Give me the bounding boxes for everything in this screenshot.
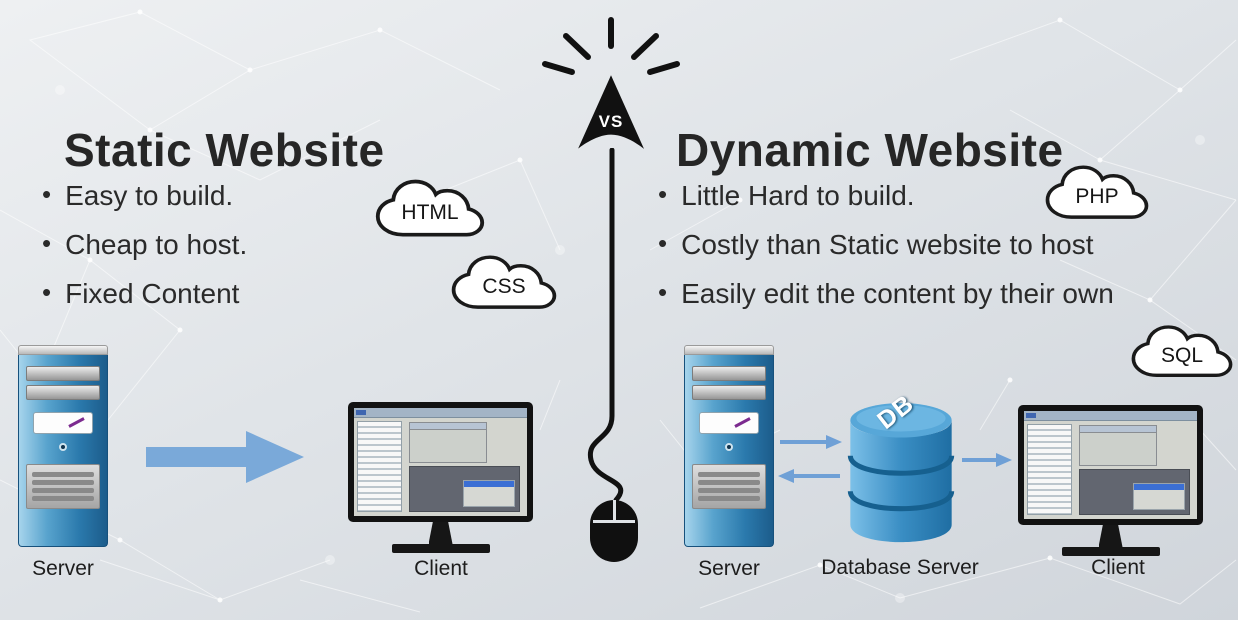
cloud-sql: SQL xyxy=(1128,322,1236,382)
server-slot xyxy=(26,366,100,381)
mouse-cable xyxy=(587,148,624,503)
static-client-label: Client xyxy=(414,557,468,580)
screen-titlebar xyxy=(1024,411,1197,421)
cloud-icon xyxy=(375,179,485,237)
cloud-icon xyxy=(1131,325,1233,377)
static-bullet-list: Easy to build. Cheap to host. Fixed Cont… xyxy=(42,180,247,327)
dynamic-client-icon xyxy=(1018,405,1203,556)
vs-label: VS xyxy=(598,112,624,131)
dynamic-server-label: Server xyxy=(698,557,760,580)
screen-dialog-title xyxy=(463,480,515,487)
static-client-icon xyxy=(348,402,533,553)
static-bullet-1: Easy to build. xyxy=(42,180,247,212)
dynamic-client-label: Client xyxy=(1091,556,1145,579)
monitor-screen xyxy=(1024,411,1197,519)
drive-slash xyxy=(68,417,85,428)
sparkle-icon xyxy=(542,17,680,75)
database-icon: DB xyxy=(845,389,957,550)
cloud-css: CSS xyxy=(448,252,560,314)
static-server-label: Server xyxy=(32,557,94,580)
server-body xyxy=(684,355,774,547)
screen-dialog xyxy=(1132,482,1186,510)
server-slot xyxy=(26,385,100,400)
server-power-button xyxy=(59,443,67,451)
cloud-icon xyxy=(451,255,557,309)
dynamic-bullet-1: Little Hard to build. xyxy=(658,180,1114,212)
cloud-php: PHP xyxy=(1042,162,1152,224)
screen-dark-panel xyxy=(409,466,521,512)
server-drive-bay xyxy=(699,412,759,434)
dynamic-bullet-3: Easily edit the content by their own xyxy=(658,278,1114,310)
cloud-css-label: CSS xyxy=(482,275,526,298)
cloud-html-label: HTML xyxy=(401,201,459,224)
database-server-label: Database Server xyxy=(821,556,979,579)
static-server-icon xyxy=(18,345,108,547)
screen-window-title xyxy=(1080,426,1157,434)
screen-titlebar xyxy=(354,408,527,418)
static-bullet-2: Cheap to host. xyxy=(42,229,247,261)
cloud-sql-label: SQL xyxy=(1160,344,1204,367)
dynamic-title: Dynamic Website xyxy=(676,123,1064,176)
screen-window-title xyxy=(410,423,487,431)
screen-tree-panel xyxy=(357,420,402,512)
mouse-icon xyxy=(590,500,638,562)
dynamic-bullet-2: Costly than Static website to host xyxy=(658,229,1114,261)
screen-window xyxy=(1079,425,1158,467)
static-bullet-3: Fixed Content xyxy=(42,278,247,310)
server-db-arrows-icon xyxy=(778,435,842,483)
monitor-frame xyxy=(348,402,533,522)
cloud-php-label: PHP xyxy=(1075,185,1119,208)
server-drive-bay xyxy=(33,412,93,434)
server-vents xyxy=(692,464,766,509)
server-power-button xyxy=(725,443,733,451)
monitor-base xyxy=(1061,547,1160,556)
server-body xyxy=(18,355,108,547)
db-client-arrow-icon xyxy=(962,453,1012,467)
monitor-screen xyxy=(354,408,527,516)
server-vents xyxy=(26,464,100,509)
screen-dialog xyxy=(462,479,516,507)
monitor-neck xyxy=(1098,525,1123,547)
monitor-neck xyxy=(428,522,453,544)
cloud-icon xyxy=(1045,165,1149,219)
screen-dark-panel xyxy=(1079,469,1191,515)
server-slot xyxy=(692,366,766,381)
static-flow-arrow-icon xyxy=(146,431,304,483)
dynamic-server-icon xyxy=(684,345,774,547)
cloud-html: HTML xyxy=(372,176,488,242)
monitor-base xyxy=(391,544,490,553)
vs-cursor-icon: VS xyxy=(578,74,644,152)
drive-slash xyxy=(734,417,751,428)
screen-dialog-title xyxy=(1133,483,1185,490)
screen-tree-panel xyxy=(1027,423,1072,515)
server-cap xyxy=(684,345,774,355)
static-title: Static Website xyxy=(64,123,385,176)
monitor-frame xyxy=(1018,405,1203,525)
server-slot xyxy=(692,385,766,400)
cursor-shape xyxy=(578,75,644,149)
server-cap xyxy=(18,345,108,355)
dynamic-bullet-list: Little Hard to build. Costly than Static… xyxy=(658,180,1114,327)
screen-window xyxy=(409,422,488,464)
database-shape xyxy=(847,403,955,543)
